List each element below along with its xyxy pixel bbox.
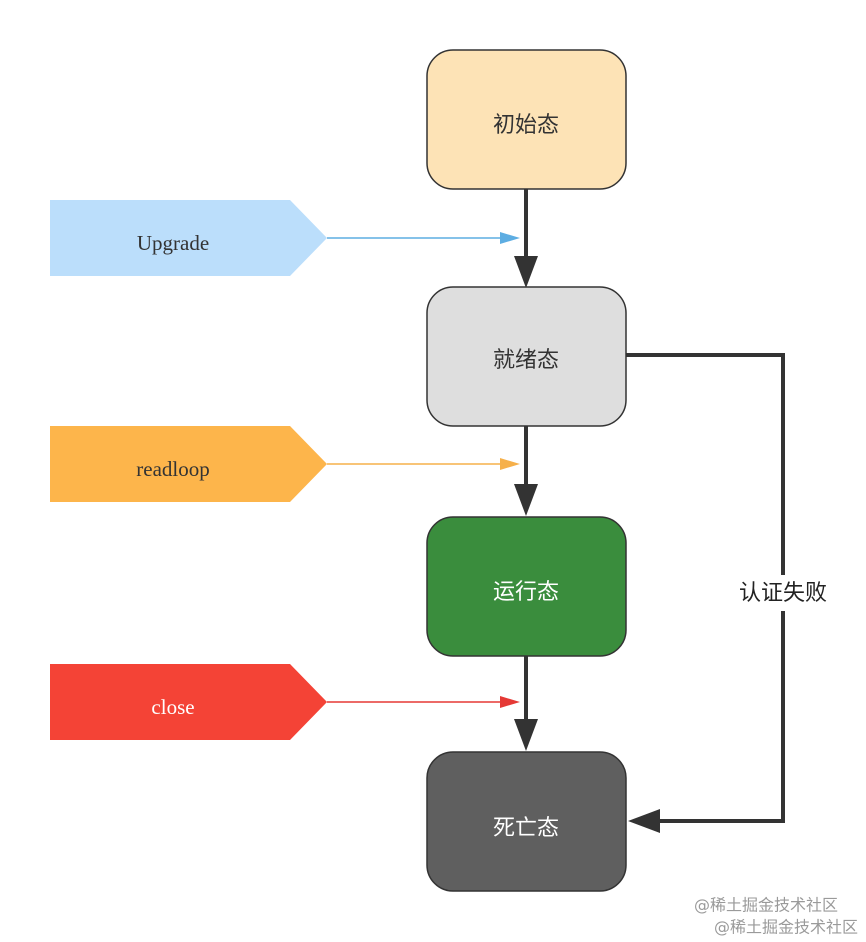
state-ready-label: 就绪态 bbox=[493, 348, 559, 373]
edge-ready-to-running-arrowhead bbox=[514, 484, 538, 516]
event-readloop-arrowhead bbox=[500, 458, 520, 470]
state-dead-label: 死亡态 bbox=[493, 816, 559, 841]
event-close-label: close bbox=[151, 695, 194, 719]
state-initial: 初始态 bbox=[426, 49, 627, 190]
state-dead: 死亡态 bbox=[426, 751, 627, 892]
state-ready: 就绪态 bbox=[426, 286, 627, 427]
event-upgrade-arrowhead bbox=[500, 232, 520, 244]
event-close-arrowhead bbox=[500, 696, 520, 708]
event-close: close bbox=[50, 664, 520, 740]
edge-label-bg bbox=[728, 575, 838, 611]
edge-running-to-dead-arrowhead bbox=[514, 719, 538, 751]
event-readloop-label: readloop bbox=[136, 457, 209, 481]
event-readloop: readloop bbox=[50, 426, 520, 502]
edge-label-auth-failed: 认证失败 bbox=[739, 581, 827, 606]
edge-initial-to-ready-arrowhead bbox=[514, 256, 538, 288]
state-running-label: 运行态 bbox=[493, 580, 559, 605]
watermark-shadow: @稀土掘金技术社区 bbox=[714, 918, 858, 937]
event-upgrade-label: Upgrade bbox=[137, 231, 209, 255]
state-initial-label: 初始态 bbox=[493, 113, 559, 138]
event-upgrade: Upgrade bbox=[50, 200, 520, 276]
edge-auth-failed-arrowhead bbox=[628, 809, 660, 833]
state-running: 运行态 bbox=[426, 516, 627, 657]
watermark: @稀土掘金技术社区 bbox=[694, 896, 838, 915]
